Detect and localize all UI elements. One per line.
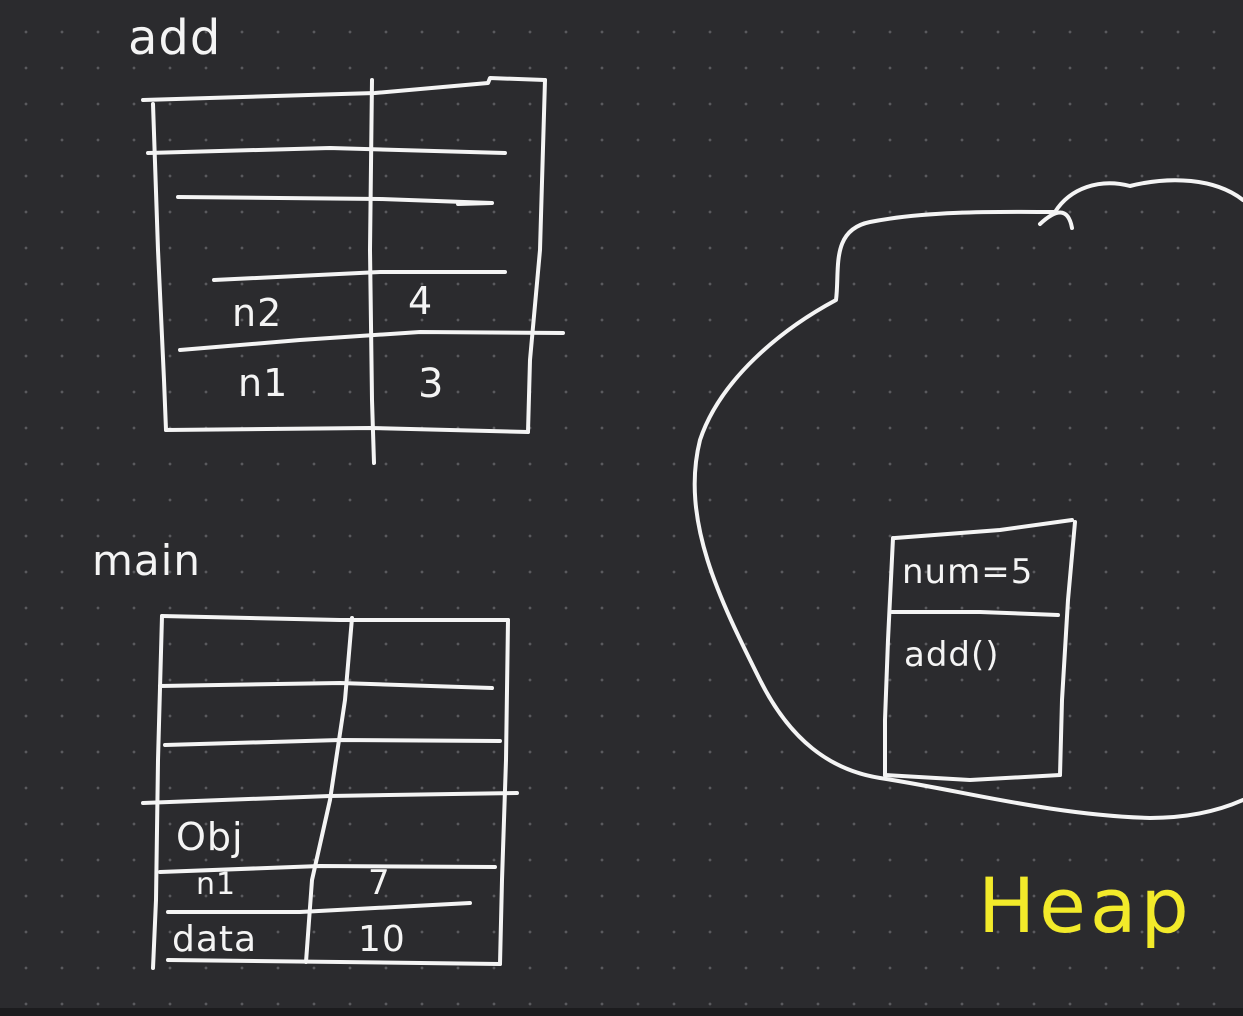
- bottom-bar: [0, 1008, 1243, 1016]
- add-frame-title: add: [128, 10, 222, 66]
- main-frame-bottom-edge: [166, 958, 502, 966]
- main-frame-row-line-5: [166, 901, 472, 914]
- add-frame-row-n1-name: n1: [238, 361, 289, 405]
- heap-cloud-outline: [692, 178, 1243, 820]
- main-frame-row-data-name: data: [172, 919, 258, 960]
- add-frame-row-line-3: [212, 270, 507, 282]
- main-frame-row-obj-name: Obj: [176, 815, 244, 859]
- add-frame-row-line-2: [176, 195, 494, 206]
- heap-object-right-edge: [1058, 520, 1077, 777]
- heap-cloud-bump: [1038, 210, 1074, 230]
- add-frame-box: [141, 76, 565, 465]
- add-frame-right-edge: [526, 78, 547, 434]
- main-frame-left-edge: [151, 614, 164, 970]
- add-frame-row-n2-name: n2: [232, 291, 283, 335]
- add-frame-row-line-4: [178, 330, 565, 352]
- add-frame-divider: [368, 78, 376, 465]
- add-frame-left-edge: [151, 102, 168, 432]
- main-frame-row-line-2: [163, 738, 502, 747]
- add-frame-bottom-edge: [164, 426, 530, 434]
- main-frame-row-n1-name: n1: [196, 867, 237, 902]
- main-frame-row-line-3: [141, 791, 519, 805]
- heap-object-box: [883, 518, 1077, 782]
- main-frame-box: [141, 614, 519, 970]
- heap-object-divider: [890, 610, 1060, 617]
- main-frame-right-edge: [498, 618, 510, 966]
- heap-object-bottom-edge: [883, 773, 1062, 782]
- heap-object-top-edge: [893, 518, 1074, 540]
- heap-object-method: add(): [904, 635, 1000, 675]
- main-frame-row-n1-value: 7: [368, 863, 391, 903]
- main-frame-divider: [304, 616, 354, 964]
- heap-object-field: num=5: [902, 552, 1034, 592]
- heap-title: Heap: [978, 861, 1193, 950]
- main-frame-row-data-value: 10: [358, 919, 406, 960]
- main-frame-row-line-1: [158, 681, 494, 690]
- heap-object-left-edge: [883, 536, 895, 777]
- main-frame-title: main: [92, 536, 201, 585]
- add-frame-row-n2-value: 4: [408, 279, 434, 323]
- add-frame-row-line-1: [146, 146, 507, 155]
- main-frame-row-line-4: [158, 864, 497, 874]
- main-frame-top-edge: [160, 614, 510, 622]
- add-frame-row-n1-value: 3: [418, 361, 445, 407]
- add-frame-top-edge: [141, 76, 547, 102]
